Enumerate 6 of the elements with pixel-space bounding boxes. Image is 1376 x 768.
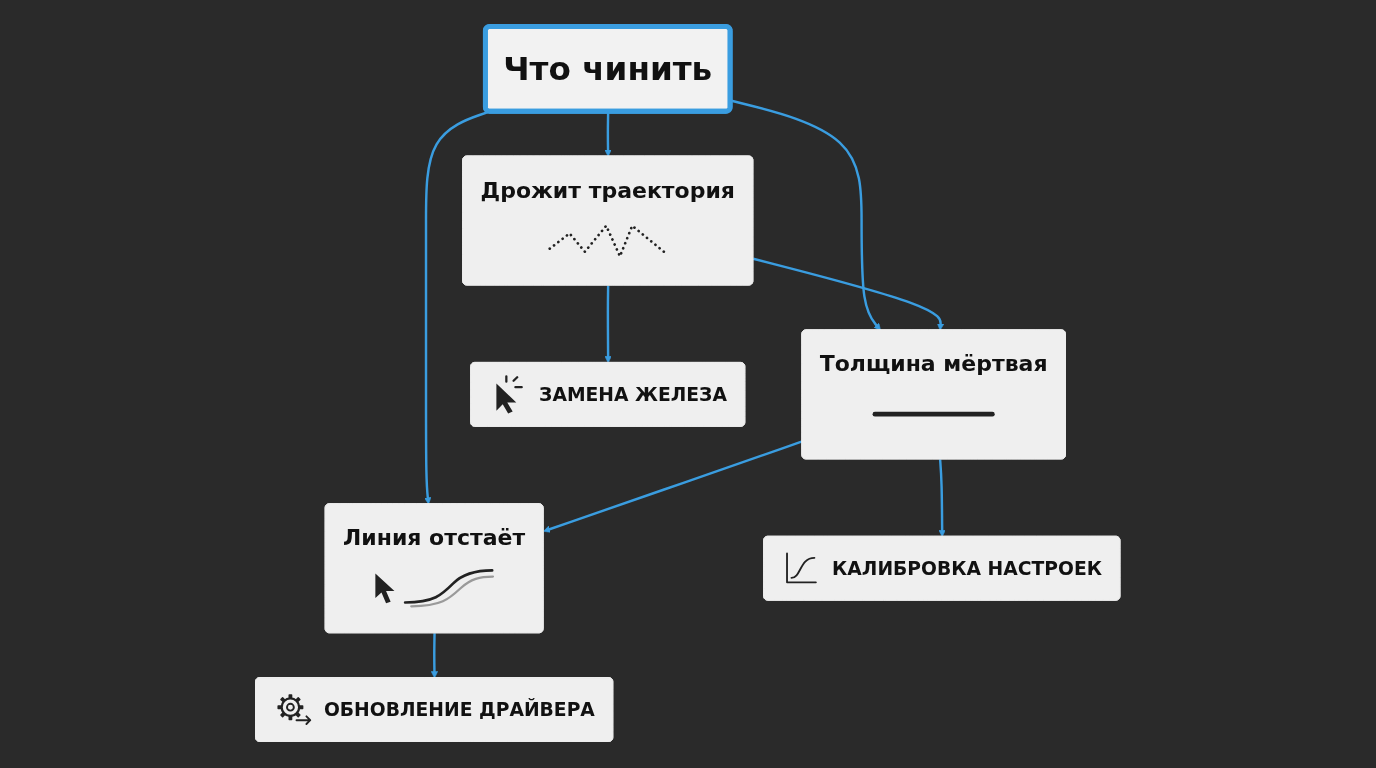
- arrow: [604, 285, 612, 364]
- arrow: [431, 633, 439, 679]
- arrow: [543, 440, 803, 533]
- arrow: [938, 459, 946, 537]
- arrow: [753, 257, 945, 331]
- arrow: [424, 110, 491, 505]
